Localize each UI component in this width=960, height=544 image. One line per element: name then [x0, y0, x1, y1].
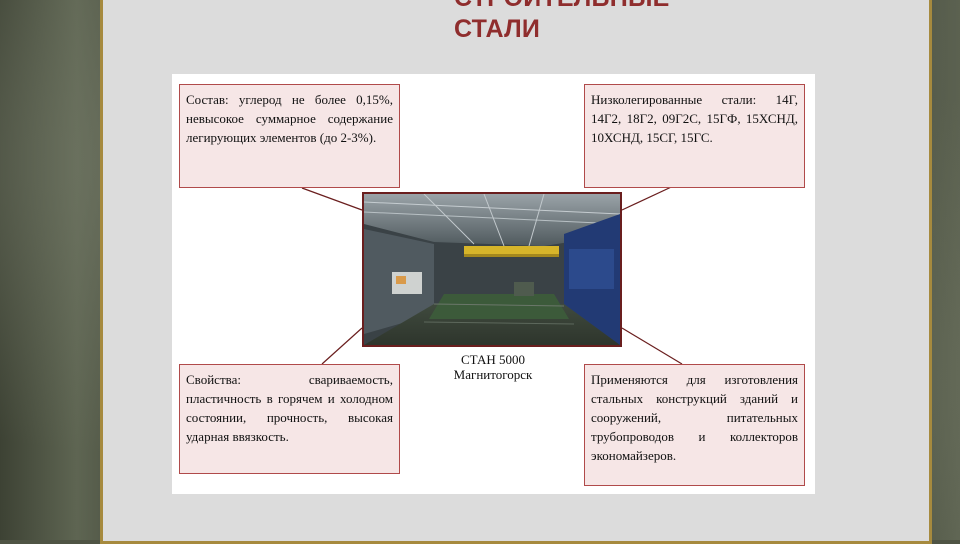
- mill-hall-photo: [362, 192, 622, 347]
- callout-composition: Состав: углерод не более 0,15%, невысоко…: [179, 84, 400, 188]
- callout-properties: Свойства: свариваемость, пластичность в …: [179, 364, 400, 474]
- connector-top-left: [301, 187, 363, 211]
- caption-line-mill: СТАН 5000: [461, 352, 525, 367]
- photo-caption: СТАН 5000 Магнитогорск: [418, 352, 568, 382]
- connector-bottom-left: [321, 327, 363, 365]
- rolling-mill-image: [364, 194, 620, 345]
- infographic-figure: Состав: углерод не более 0,15%, невысоко…: [172, 74, 815, 494]
- caption-line-city: Магнитогорск: [453, 367, 533, 382]
- slide-title: СТРОИТЕЛЬНЫЕ СТАЛИ: [454, 0, 669, 43]
- callout-applications: Применяются для изготовления стальных ко…: [584, 364, 805, 486]
- callout-low-alloy-steels: Низколегированные стали: 14Г, 14Г2, 18Г2…: [584, 84, 805, 188]
- connector-bottom-right: [621, 327, 683, 365]
